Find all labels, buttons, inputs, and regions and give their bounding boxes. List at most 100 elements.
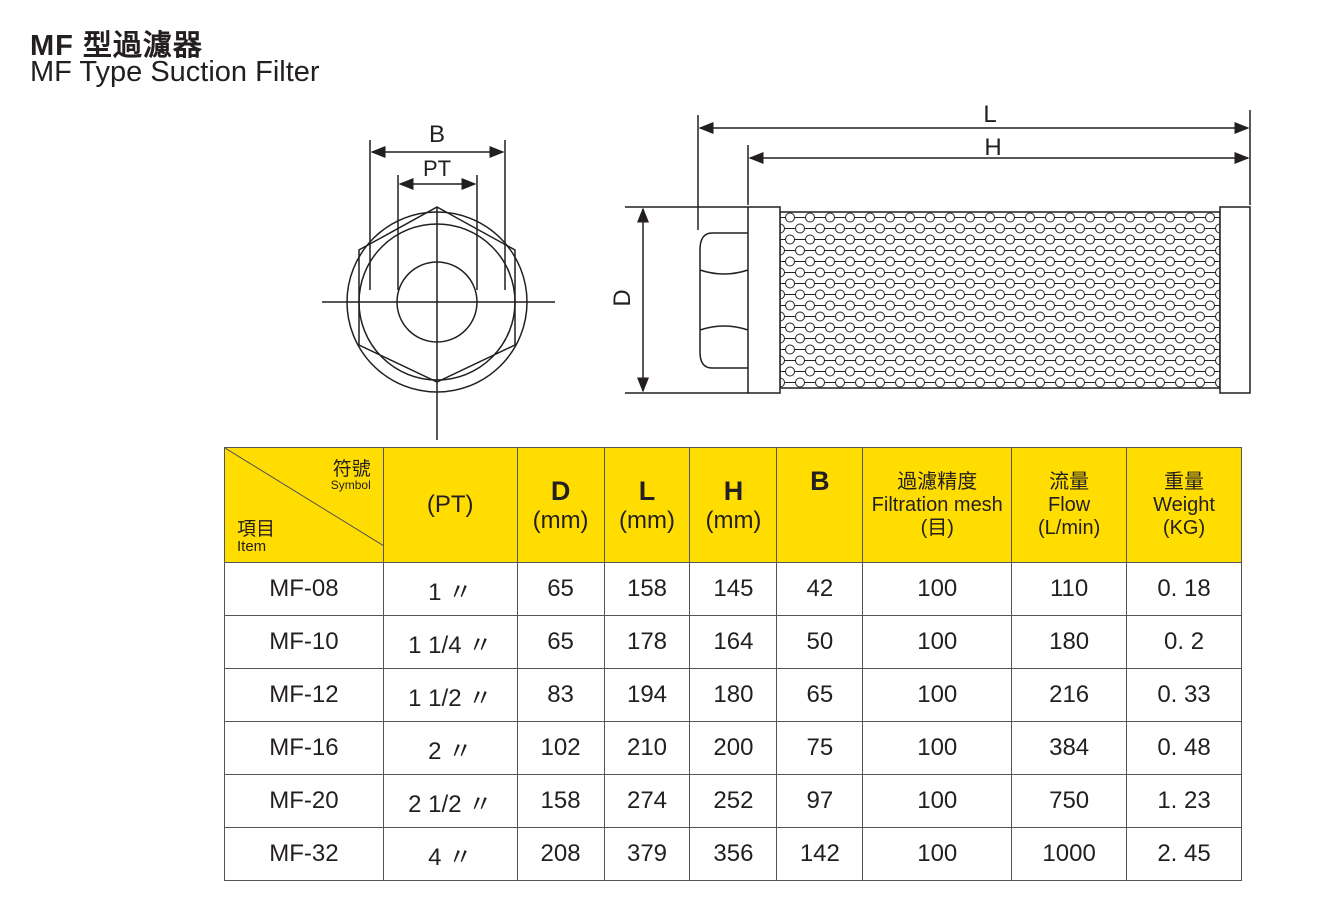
table-cell: 1 1/4 〃: [382, 615, 518, 669]
item-en: Item: [237, 538, 267, 555]
table-cell: MF-32: [224, 827, 384, 881]
table-cell: 65: [516, 615, 605, 669]
h-label: H: [723, 475, 744, 506]
mesh-unit: (目): [920, 516, 954, 539]
table-cell: 83: [516, 668, 605, 722]
d-label: D: [550, 475, 571, 506]
weight-en: Weight: [1153, 493, 1215, 516]
table-cell: 1 〃: [382, 562, 518, 616]
table-cell: 42: [776, 562, 864, 616]
table-cell: 0. 48: [1126, 721, 1242, 775]
unit: (mm): [619, 506, 675, 534]
table-cell: MF-20: [224, 774, 384, 828]
table-cell: 1 1/2 〃: [382, 668, 518, 722]
table-cell: 216: [1011, 668, 1128, 722]
filter-drawing: B PT L H D: [322, 101, 1251, 440]
table-cell: 180: [689, 668, 778, 722]
end-view: B PT: [322, 121, 555, 440]
table-cell: 0. 18: [1126, 562, 1242, 616]
table-cell: 356: [689, 827, 778, 881]
table-cell: 208: [516, 827, 605, 881]
table-cell: 100: [862, 721, 1013, 775]
symbol-cn: 符號: [332, 459, 371, 480]
title-chinese: MF 型過濾器: [30, 30, 203, 62]
table-cell: 110: [1011, 562, 1128, 616]
header-h: H(mm): [689, 447, 778, 563]
table-cell: 145: [689, 562, 778, 616]
b-label: B: [810, 466, 830, 496]
table-cell: 65: [516, 562, 605, 616]
flow-unit: (L/min): [1038, 516, 1101, 539]
flow-cn: 流量: [1049, 470, 1090, 493]
table-cell: 65: [776, 668, 864, 722]
header-l: L(mm): [603, 447, 691, 563]
table-cell: 102: [516, 721, 605, 775]
table-cell: 1. 23: [1126, 774, 1242, 828]
table-cell: 1000: [1011, 827, 1128, 881]
table-cell: 274: [603, 774, 691, 828]
table-cell: 164: [689, 615, 778, 669]
table-cell: 180: [1011, 615, 1128, 669]
header-pt: (PT): [382, 447, 518, 563]
table-cell: 194: [603, 668, 691, 722]
table-cell: MF-08: [224, 562, 384, 616]
label-h: H: [984, 134, 1001, 161]
table-cell: 252: [689, 774, 778, 828]
table-cell: MF-12: [224, 668, 384, 722]
unit: (mm): [705, 506, 762, 534]
header-d: D(mm): [516, 447, 605, 563]
table-cell: 100: [862, 774, 1013, 828]
table-cell: 2. 45: [1126, 827, 1242, 881]
table-cell: 100: [862, 562, 1013, 616]
table-cell: 158: [516, 774, 605, 828]
diagonal-divider: [225, 448, 384, 546]
l-label: L: [638, 475, 656, 506]
table-cell: 2 〃: [382, 721, 518, 775]
table-cell: 97: [776, 774, 864, 828]
item-cn: 項目: [237, 519, 276, 540]
table-cell: MF-16: [224, 721, 384, 775]
table-cell: MF-10: [224, 615, 384, 669]
mesh-en: Filtration mesh: [871, 493, 1003, 516]
table-cell: 178: [603, 615, 691, 669]
table-cell: 750: [1011, 774, 1128, 828]
weight-unit: (KG): [1162, 516, 1206, 539]
table-cell: 158: [603, 562, 691, 616]
table-cell: 384: [1011, 721, 1128, 775]
title-english: MF Type Suction Filter: [30, 56, 320, 88]
table-cell: 0. 33: [1126, 668, 1242, 722]
table-cell: 379: [603, 827, 691, 881]
table-cell: 142: [776, 827, 864, 881]
weight-cn: 重量: [1164, 470, 1205, 493]
table-cell: 100: [862, 668, 1013, 722]
table-cell: 50: [776, 615, 864, 669]
table-cell: 200: [689, 721, 778, 775]
symbol-en: Symbol: [330, 478, 371, 492]
table-cell: 210: [603, 721, 691, 775]
table-cell: 100: [862, 615, 1013, 669]
flow-en: Flow: [1048, 493, 1091, 516]
label-pt: PT: [423, 156, 451, 181]
side-view: L H D: [609, 101, 1251, 394]
table-cell: 100: [862, 827, 1013, 881]
table-cell: 75: [776, 721, 864, 775]
label-l: L: [983, 101, 996, 128]
table-cell: 4 〃: [382, 827, 518, 881]
unit: (mm): [532, 506, 589, 534]
mesh-cn: 過濾精度: [897, 470, 978, 493]
label-b: B: [429, 121, 445, 148]
label-d: D: [609, 289, 636, 306]
table-cell: 2 1/2 〃: [382, 774, 518, 828]
